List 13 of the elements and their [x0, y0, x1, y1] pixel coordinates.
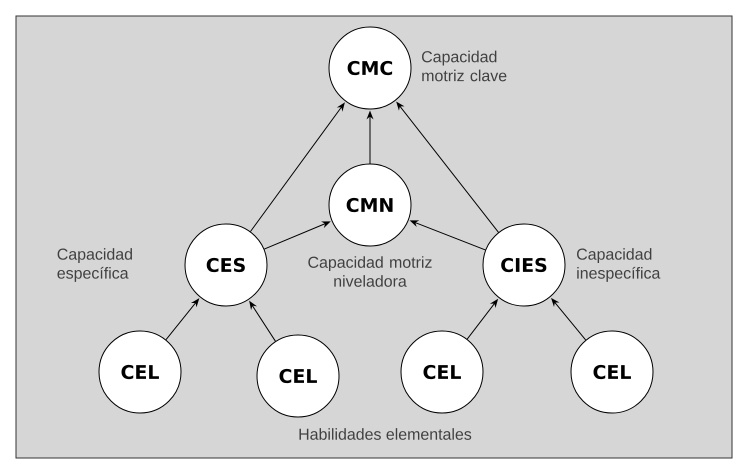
circle-node: CIES: [482, 224, 566, 306]
node-caption: Capacidad específica: [57, 248, 132, 282]
circle-node: CMN: [328, 164, 412, 246]
circle-node: CES: [184, 224, 268, 306]
node-caption: Capacidad motriz niveladora: [308, 256, 432, 287]
node-caption: Capacidad inespecífica: [577, 248, 660, 282]
circle-node: CEL: [400, 330, 484, 414]
circle-node: CEL: [256, 334, 340, 418]
circle-node: CEL: [570, 330, 654, 414]
group-label: Habilidades elementales: [299, 428, 472, 440]
circle-node: CEL: [98, 330, 182, 414]
circle-node: CMC: [328, 26, 412, 110]
node-caption: Capacidad motriz clave: [422, 50, 506, 82]
